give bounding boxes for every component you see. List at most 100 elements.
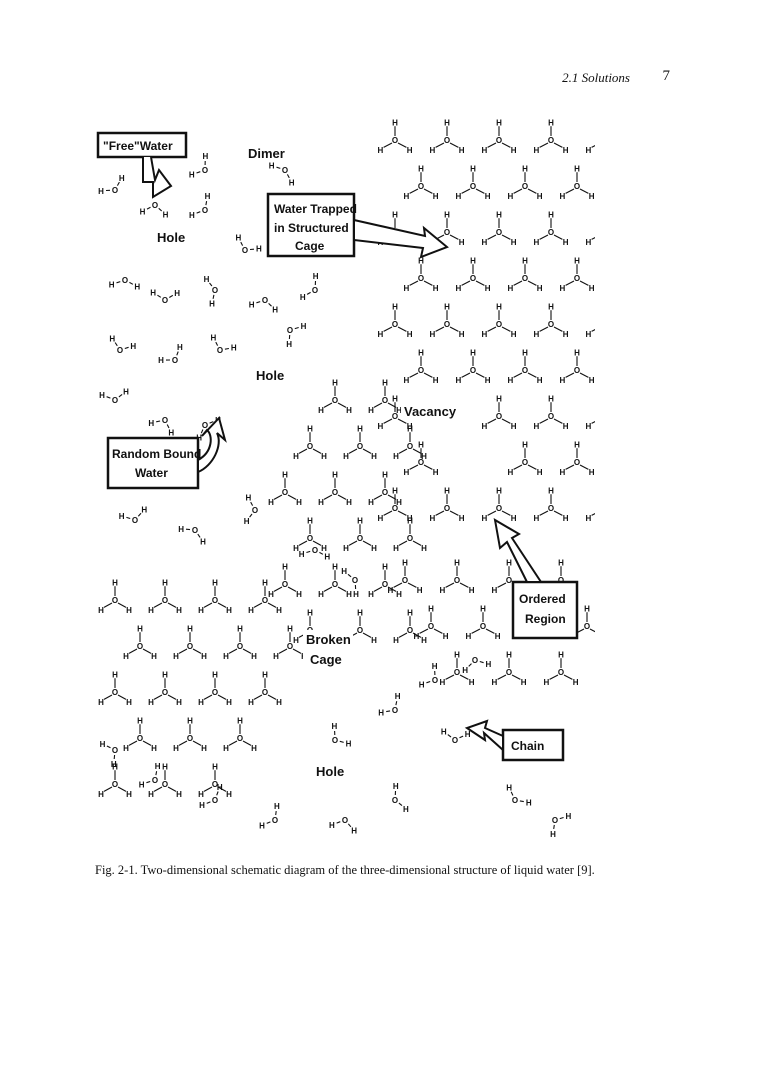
oxygen-atom-label: O <box>237 734 243 743</box>
bond-line <box>153 694 163 700</box>
hydrogen-atom-label: H <box>273 652 279 661</box>
hydrogen-atom-label: H <box>141 506 147 515</box>
region-label-hole-top: Hole <box>157 230 185 245</box>
oxygen-atom-label: O <box>212 780 218 789</box>
bond-line <box>209 282 213 287</box>
oxygen-atom-label: O <box>342 816 348 825</box>
hydrogen-atom-label: H <box>382 471 388 480</box>
oxygen-atom-label: O <box>452 736 458 745</box>
oxygen-atom-label: O <box>496 228 502 237</box>
dimer-label-bg <box>245 144 289 162</box>
hydrogen-atom-label: H <box>393 782 399 791</box>
hydrogen-atom-label: H <box>573 678 579 687</box>
hydrogen-atom-label: H <box>508 284 514 293</box>
hydrogen-atom-label: H <box>589 284 595 293</box>
bond-line <box>412 540 422 546</box>
hydrogen-atom-label: H <box>321 452 327 461</box>
bond-line <box>128 648 138 654</box>
hydrogen-atom-label: H <box>388 586 394 595</box>
bond-line <box>216 791 219 796</box>
hydrogen-atom-label: H <box>482 330 488 339</box>
bond-line <box>409 372 419 378</box>
bond-line <box>362 632 372 638</box>
callout-water-trapped-box <box>266 192 356 258</box>
hydrogen-atom-label: H <box>158 356 164 365</box>
hydrogen-atom-label: H <box>176 698 182 707</box>
hydrogen-atom-label: H <box>574 349 580 358</box>
bond-line <box>409 188 419 194</box>
bond-line <box>459 582 469 588</box>
bond-line <box>155 771 158 776</box>
oxygen-atom-label: O <box>282 166 288 175</box>
bond-line <box>273 586 283 592</box>
bond-line <box>336 821 341 824</box>
bond-line <box>579 464 589 470</box>
bond-line <box>591 420 595 424</box>
hydrogen-atom-label: H <box>496 303 502 312</box>
bond-line <box>461 280 471 286</box>
oxygen-atom-label: O <box>584 622 590 631</box>
callout-water-trapped-line1: Water Trapped <box>274 202 357 216</box>
hydrogen-atom-label: H <box>371 636 377 645</box>
hydrogen-atom-label: H <box>441 728 447 737</box>
bond-line <box>196 171 201 174</box>
hydrogen-atom-label: H <box>508 192 514 201</box>
bond-line <box>513 188 523 194</box>
bond-line <box>383 142 393 148</box>
hydrogen-atom-label: H <box>236 234 242 243</box>
bond-line <box>206 801 211 804</box>
oxygen-atom-label: O <box>444 504 450 513</box>
hydrogen-atom-label: H <box>307 609 313 618</box>
hydrogen-atom-label: H <box>151 744 157 753</box>
bond-line <box>362 540 372 546</box>
bond-line <box>519 800 524 803</box>
bond-line <box>267 694 277 700</box>
oxygen-atom-label: O <box>548 320 554 329</box>
hydrogen-atom-label: H <box>393 636 399 645</box>
hydrogen-atom-label: H <box>256 245 262 254</box>
bond-line <box>228 740 238 746</box>
hydrogen-atom-label: H <box>134 283 140 292</box>
bond-line <box>459 674 469 680</box>
hydrogen-atom-label: H <box>126 606 132 615</box>
oxygen-atom-label: O <box>552 816 558 825</box>
hydrogen-atom-label: H <box>173 744 179 753</box>
hydrogen-atom-label: H <box>560 284 566 293</box>
bond-line <box>103 694 113 700</box>
bond-line <box>339 740 344 743</box>
oxygen-atom-label: O <box>287 642 293 651</box>
hydrogen-atom-label: H <box>482 422 488 431</box>
hydrogen-atom-label: H <box>563 146 569 155</box>
bond-line <box>510 791 514 796</box>
figure-caption: Fig. 2-1. Two-dimensional schematic diag… <box>95 863 595 877</box>
arrow-ordered-region <box>493 518 543 583</box>
hydrogen-atom-label: H <box>301 322 307 331</box>
bond-line <box>395 701 398 706</box>
hydrogen-atom-label: H <box>148 606 154 615</box>
bond-line <box>196 211 201 214</box>
bond-line <box>461 372 471 378</box>
hydrogen-atom-label: H <box>346 406 352 415</box>
hydrogen-atom-label: H <box>201 652 207 661</box>
hydrogen-atom-label: H <box>506 783 512 792</box>
bond-line <box>387 494 397 500</box>
hydrogen-atom-label: H <box>548 119 554 128</box>
hydrogen-atom-label: H <box>276 606 282 615</box>
hydrogen-atom-label: H <box>353 590 359 599</box>
bond-line <box>348 540 358 546</box>
bond-line <box>539 418 549 424</box>
region-label-broken-cage-line2: Cage <box>310 652 342 667</box>
hydrogen-atom-label: H <box>162 671 168 680</box>
hydrogen-atom-label: H <box>511 146 517 155</box>
hydrogen-atom-label: H <box>346 498 352 507</box>
bond-line <box>383 418 393 424</box>
bond-line <box>553 510 563 516</box>
hydrogen-atom-label: H <box>537 468 543 477</box>
bond-line <box>397 510 407 516</box>
oxygen-atom-label: O <box>162 296 168 305</box>
hydrogen-atom-label: H <box>433 284 439 293</box>
bond-line <box>242 740 252 746</box>
hydrogen-atom-label: H <box>176 790 182 799</box>
hydrogen-atom-label: H <box>566 812 572 821</box>
bond-line <box>553 824 555 829</box>
